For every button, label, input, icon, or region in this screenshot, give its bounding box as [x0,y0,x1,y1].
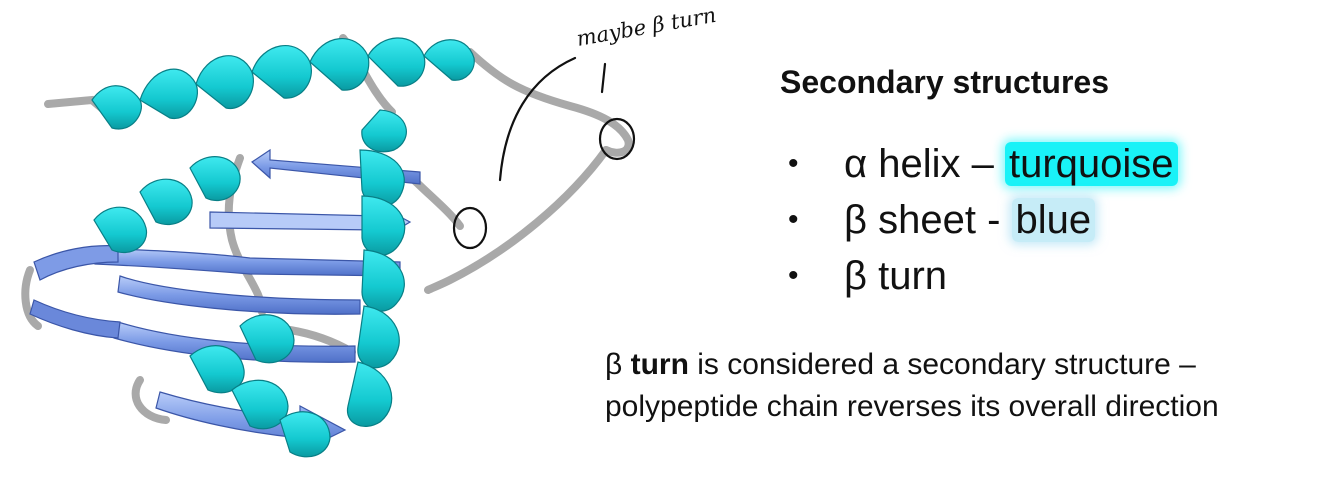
alpha-helix-bottom [189,314,331,458]
bullet-marker: • [788,259,799,292]
alpha-helix-left [93,156,241,254]
alpha-helix-top [91,37,475,130]
note-bold-term: turn [630,348,689,381]
annotation-circle-top [598,117,636,161]
note-prefix: β [605,348,631,381]
bullet-text: β sheet - [844,198,1012,242]
handwritten-annotation [452,56,636,250]
list-item: • β sheet - blue [788,192,1178,248]
highlight-turquoise: turquoise [1004,142,1178,186]
list-item: • α helix – turquoise [788,136,1178,192]
note-line-2: polypeptide chain reverses its overall d… [605,390,1219,423]
heading: Secondary structures [780,64,1110,100]
annotation-text: maybe β turn [575,3,718,51]
bullet-text: β turn [844,254,948,298]
annotation-pointer-line [498,56,577,182]
alpha-helix-right [346,109,407,427]
annotation-circle-middle [452,206,488,250]
highlight-blue: blue [1011,198,1096,242]
bullet-list: • α helix – turquoise • β sheet - blue • β … [788,136,1178,304]
bullet-text: α helix – [844,142,1005,186]
bullet-marker: • [788,147,799,180]
bullet-marker: • [788,203,799,236]
note-rest: is considered a secondary structure – [688,348,1196,381]
list-item: • β turn [788,248,1178,304]
note-line-1: β turn is considered a secondary structu… [605,344,1219,386]
annotation-tick [600,62,607,94]
definition-note: β turn is considered a secondary structu… [605,344,1219,428]
